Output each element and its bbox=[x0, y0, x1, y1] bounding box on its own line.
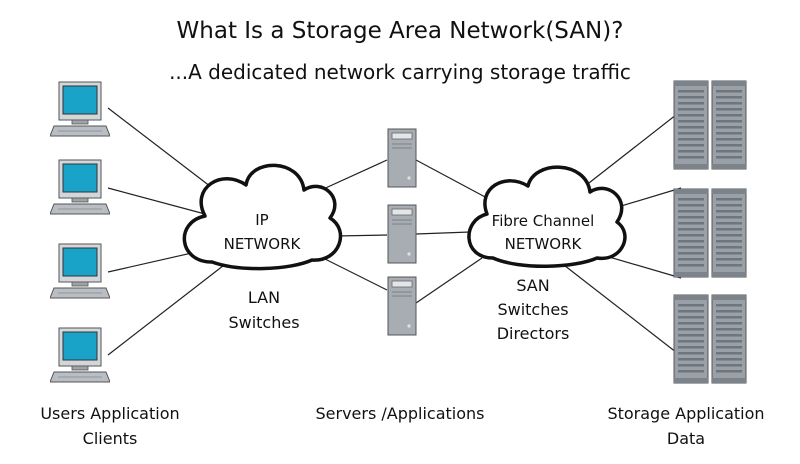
ip-network-cloud: IP NETWORK bbox=[182, 163, 343, 271]
link-server-2-fc bbox=[415, 231, 471, 235]
client-computer-icon bbox=[50, 327, 110, 383]
server-tower-icon bbox=[387, 276, 417, 336]
storage-rack-icon bbox=[673, 294, 709, 384]
storage-rack-icon bbox=[711, 294, 747, 384]
diagram-subtitle: ...A dedicated network carrying storage … bbox=[169, 60, 631, 84]
client-computer-icon bbox=[50, 81, 110, 137]
storage-rack-icon bbox=[673, 80, 709, 170]
clients-caption-line1: Users Application bbox=[40, 404, 179, 423]
server-tower-icon bbox=[387, 128, 417, 188]
lan-label-line2: Switches bbox=[228, 313, 299, 332]
san-label-line1: SAN bbox=[516, 276, 549, 295]
servers-caption: Servers /Applications bbox=[315, 404, 484, 423]
fc-cloud-line1: Fibre Channel bbox=[492, 212, 595, 230]
diagram-title: What Is a Storage Area Network(SAN)? bbox=[177, 18, 624, 44]
ip-cloud-line1: IP bbox=[255, 211, 268, 229]
storage-caption-line2: Data bbox=[667, 429, 705, 448]
storage-caption-line1: Storage Application bbox=[607, 404, 764, 423]
storage-rack-icon bbox=[711, 80, 747, 170]
link-ip-server-2 bbox=[335, 234, 388, 237]
storage-array-icon bbox=[673, 294, 747, 384]
storage-array-icon bbox=[673, 188, 747, 278]
client-computer-icon bbox=[50, 159, 110, 215]
link-client-4-ip bbox=[107, 261, 229, 356]
link-ip-server-3 bbox=[322, 257, 388, 291]
lan-label-line1: LAN bbox=[248, 288, 280, 307]
link-client-1-ip bbox=[107, 107, 216, 191]
server-tower-icon bbox=[387, 204, 417, 264]
storage-array-icon bbox=[673, 80, 747, 170]
cloud-shape bbox=[182, 163, 343, 271]
link-fc-storage-4 bbox=[559, 261, 682, 357]
fc-cloud-line2: NETWORK bbox=[505, 235, 583, 253]
fibre-channel-network-cloud: Fibre Channel NETWORK bbox=[467, 165, 627, 268]
san-label-line2: Switches bbox=[497, 300, 568, 319]
clients-caption-line2: Clients bbox=[83, 429, 138, 448]
link-server-1-fc bbox=[415, 159, 488, 199]
storage-rack-icon bbox=[711, 188, 747, 278]
client-computer-icon bbox=[50, 243, 110, 299]
ip-cloud-line2: NETWORK bbox=[224, 235, 302, 253]
link-fc-storage-1 bbox=[579, 110, 682, 191]
cloud-shape bbox=[467, 165, 627, 268]
link-server-3-fc bbox=[415, 257, 483, 304]
storage-rack-icon bbox=[673, 188, 709, 278]
link-client-2-ip bbox=[107, 187, 206, 215]
san-label-line3: Directors bbox=[497, 324, 570, 343]
